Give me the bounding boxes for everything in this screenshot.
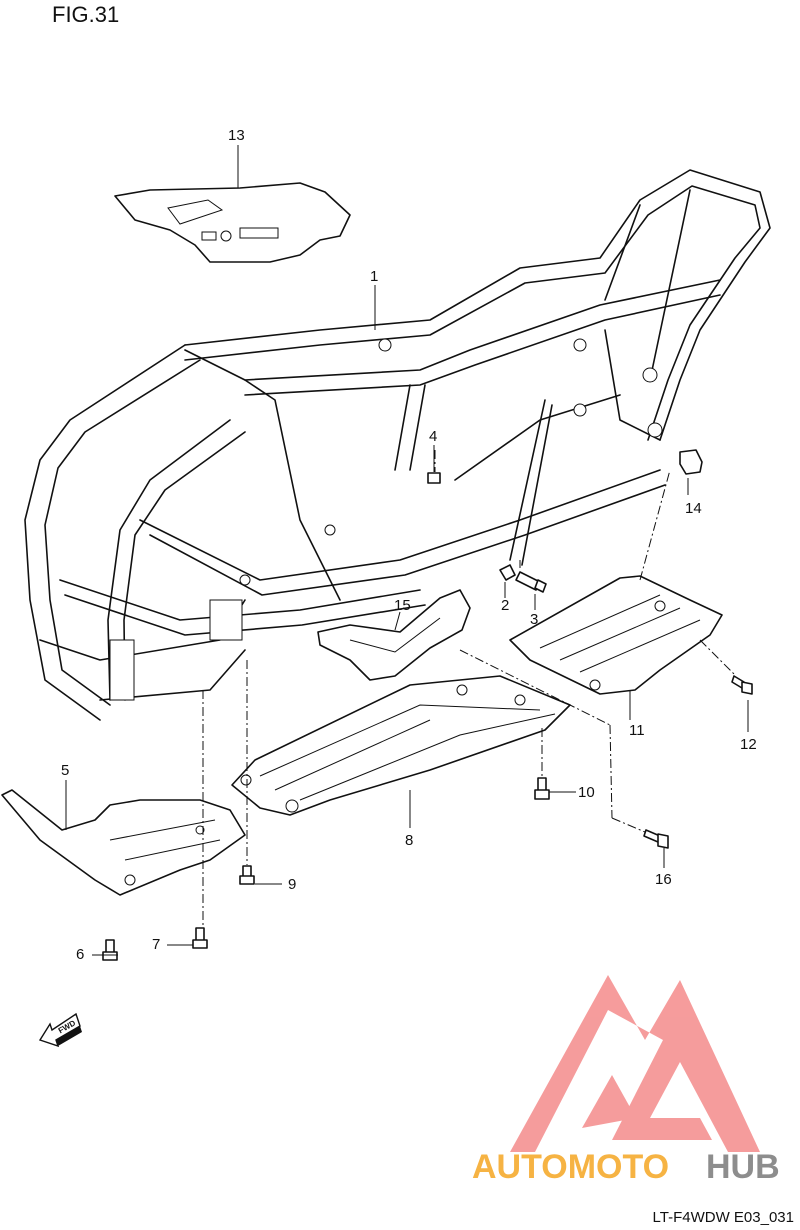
part-11-footrest-right xyxy=(509,575,723,695)
part-9-bolt xyxy=(239,865,255,885)
callout-6: 6 xyxy=(76,946,84,963)
assembly-lines xyxy=(202,450,736,925)
callout-2: 2 xyxy=(501,597,509,614)
callout-11: 11 xyxy=(629,722,645,739)
part-14-cushion xyxy=(679,449,703,475)
callout-1: 1 xyxy=(370,268,378,285)
callout-14: 14 xyxy=(685,500,702,517)
part-3-bolt xyxy=(515,571,547,593)
part-5-front-skid xyxy=(1,789,246,896)
part-6-bolt xyxy=(102,939,118,961)
part-10-bolt xyxy=(534,777,550,800)
part-4-nut xyxy=(427,472,441,484)
callout-4: 4 xyxy=(429,428,437,445)
callouts: 1 2 3 4 5 6 7 8 9 10 11 12 13 14 15 16 xyxy=(61,127,757,963)
part-7-bolt xyxy=(192,927,208,949)
part-15-guard xyxy=(317,589,471,681)
callout-16: 16 xyxy=(655,871,672,888)
diagram-code: LT-F4WDW E03_031 xyxy=(652,1209,794,1226)
part-16-bolt xyxy=(643,829,669,849)
logo-text-automoto: AUTOMOTO xyxy=(472,1148,669,1186)
part-2-bracket xyxy=(499,564,516,581)
callout-8: 8 xyxy=(405,832,413,849)
callout-12: 12 xyxy=(740,736,757,753)
part-12-bolt xyxy=(731,675,753,695)
automotohub-logo: AUTOMOTO HUB xyxy=(472,975,780,1186)
leader-lines xyxy=(65,145,749,956)
callout-10: 10 xyxy=(578,784,595,801)
callout-3: 3 xyxy=(530,611,538,628)
logo-text-hub: HUB xyxy=(706,1148,780,1186)
callout-5: 5 xyxy=(61,762,69,779)
callout-7: 7 xyxy=(152,936,160,953)
figure-title: FIG.31 xyxy=(52,2,120,27)
callout-15: 15 xyxy=(394,597,411,614)
callout-9: 9 xyxy=(288,876,296,893)
part-8-skid-plate xyxy=(231,675,571,816)
fwd-arrow-icon: FWD xyxy=(38,1012,82,1048)
part-13-cover-plate xyxy=(114,182,351,263)
callout-13: 13 xyxy=(228,127,245,144)
part-1-main-frame xyxy=(24,169,771,721)
